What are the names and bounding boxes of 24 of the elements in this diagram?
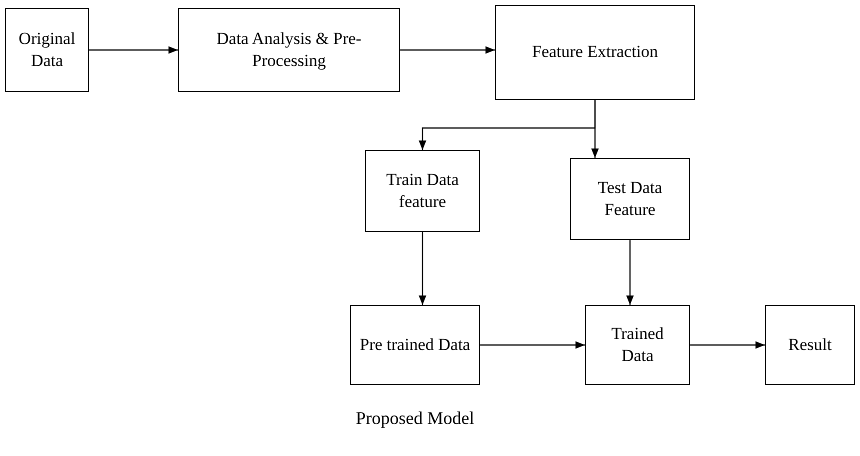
process-box — [570, 158, 690, 240]
arrow — [626, 240, 634, 305]
box-label: Original Data — [18, 28, 76, 72]
arrow — [400, 46, 495, 54]
box-label: Result — [788, 334, 832, 356]
box-label: Trained Data — [610, 322, 665, 367]
process-box — [350, 305, 480, 385]
box-label: Train Data feature — [385, 168, 460, 213]
caption: Proposed Model — [354, 408, 476, 429]
process-box — [365, 150, 480, 232]
process-box — [765, 305, 855, 385]
process-box — [585, 305, 690, 385]
arrow — [480, 341, 585, 349]
process-box — [495, 5, 695, 100]
box-label: Data Analysis & Pre-Processing — [216, 28, 362, 72]
box-label: Test Data Feature — [596, 176, 664, 221]
process-box — [5, 8, 89, 92]
arrow — [89, 46, 178, 54]
process-box — [178, 8, 400, 92]
arrow — [591, 100, 599, 158]
box-label: Pre trained Data — [360, 334, 470, 356]
arrow — [418, 232, 426, 305]
box-label: Feature Extraction — [532, 41, 658, 64]
arrow — [690, 341, 765, 349]
